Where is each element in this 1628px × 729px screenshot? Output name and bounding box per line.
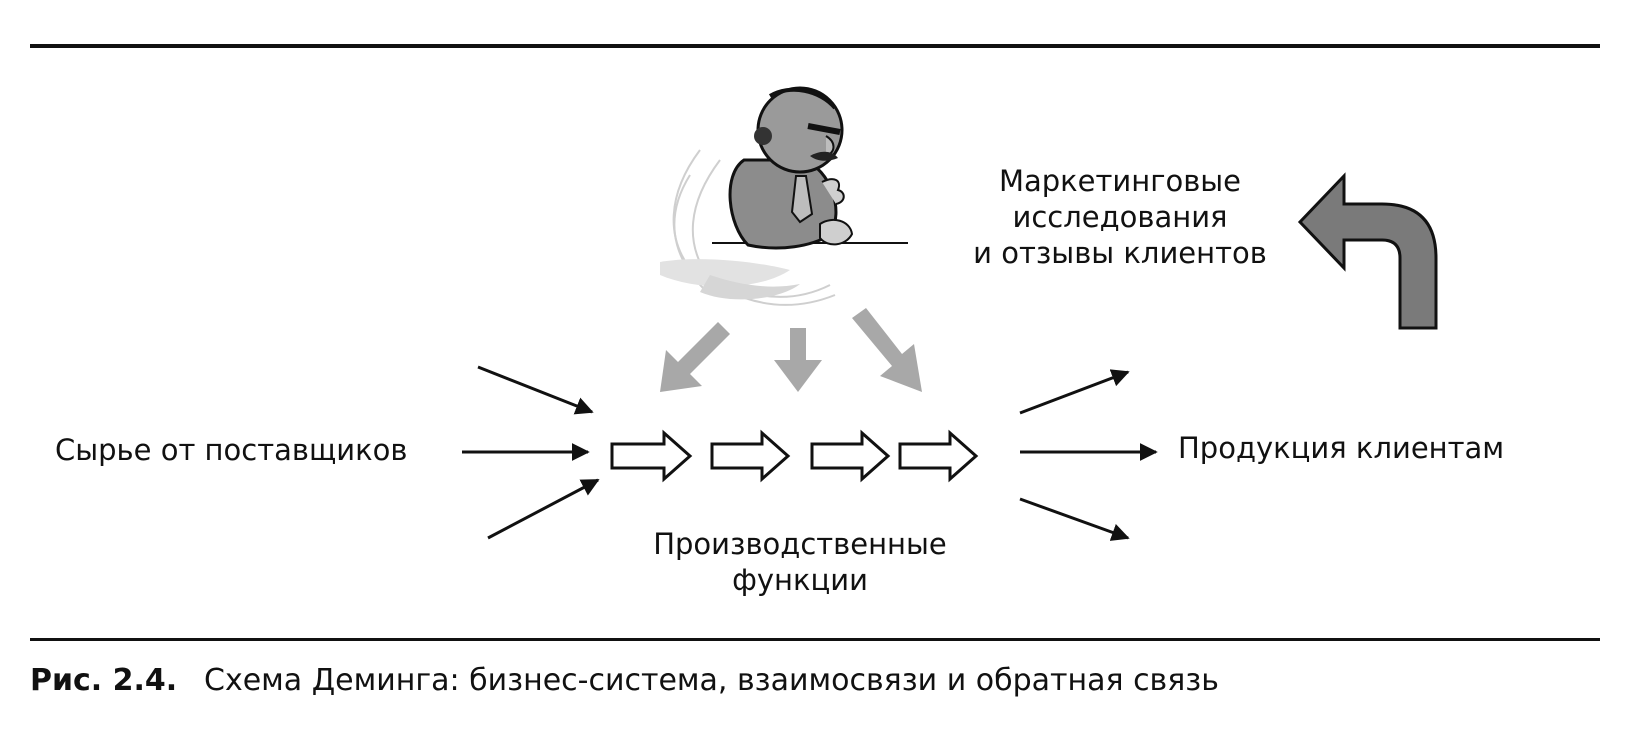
- figure-caption-text: Схема Деминга: бизнес-система, взаимосвя…: [204, 663, 1219, 698]
- functions-label-line-2: функции: [732, 563, 868, 597]
- management-arrow-right: [852, 308, 922, 392]
- output-arrows: [1019, 369, 1158, 541]
- output-label: Продукция клиентам: [1178, 431, 1505, 465]
- input-arrow-top: [477, 365, 594, 415]
- functions-label: Производственные функции: [600, 526, 1000, 598]
- feedback-label-line-3: и отзывы клиентов: [973, 236, 1267, 270]
- management-arrow-center: [774, 328, 822, 392]
- figure-number: Рис. 2.4.: [30, 663, 178, 698]
- bottom-rule: [30, 638, 1600, 641]
- output-arrow-top: [1019, 369, 1130, 415]
- feedback-label-line-1: Маркетинговые: [998, 164, 1242, 198]
- functions-label-line-1: Производственные: [653, 527, 947, 561]
- process-step-arrow-3: [810, 429, 891, 483]
- input-label: Сырье от поставщиков: [55, 433, 408, 467]
- feedback-label-line-2: исследования: [1012, 200, 1228, 234]
- management-arrows: [660, 308, 922, 392]
- feedback-label: Маркетинговые исследования и отзывы клие…: [950, 163, 1290, 271]
- input-arrow-bottom: [487, 478, 600, 540]
- production-chain: [610, 429, 979, 483]
- top-rule: [30, 44, 1600, 48]
- input-arrows: [462, 365, 600, 540]
- figure-caption: Рис. 2.4. Схема Деминга: бизнес-система, …: [30, 662, 1219, 700]
- output-arrow-bottom: [1019, 497, 1130, 541]
- feedback-arrow-icon: [1297, 172, 1438, 330]
- process-step-arrow-2: [710, 429, 791, 483]
- management-arrow-left: [660, 322, 730, 392]
- process-step-arrow-4: [898, 429, 979, 483]
- manager-figure-icon: [660, 86, 908, 307]
- process-step-arrow-1: [610, 429, 693, 483]
